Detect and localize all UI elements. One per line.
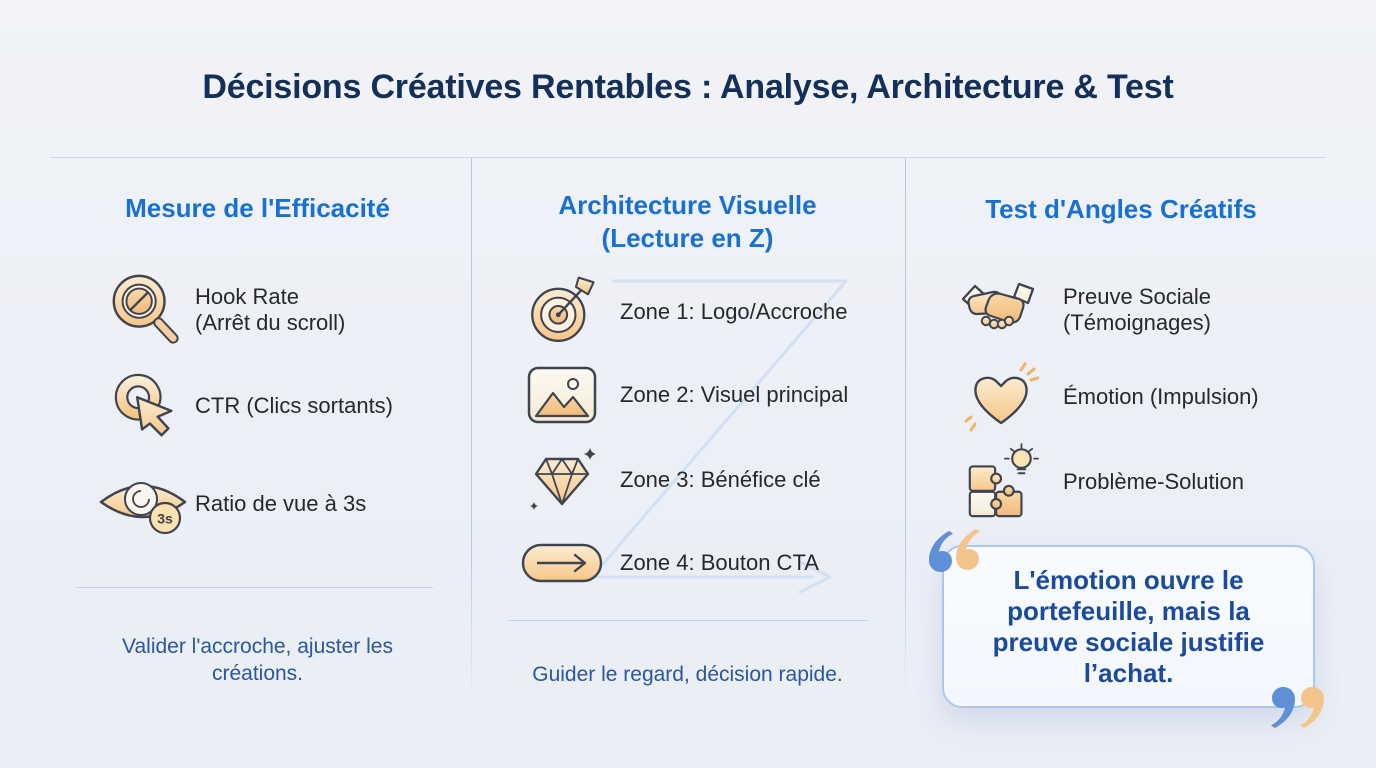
quote-card: L'émotion ouvre le portefeuille, mais la… (942, 545, 1315, 708)
column-footer-divider (508, 620, 868, 621)
close-quote-icon (1271, 687, 1324, 728)
column-divider-1 (471, 158, 472, 703)
column-efficacite: Mesure de l'Efficacité Hook Rate (Arrêt … (70, 165, 445, 730)
list-item-emotion: Émotion (Impulsion) (955, 359, 1259, 435)
column-heading-efficacite: Mesure de l'Efficacité (125, 193, 390, 223)
item-label: Émotion (Impulsion) (1063, 384, 1259, 409)
click-cursor-icon (95, 368, 195, 444)
open-quote-icon (929, 529, 980, 572)
item-label: Preuve Sociale (Témoignages) (1063, 284, 1211, 335)
item-label: Zone 2: Visuel principal (620, 382, 849, 407)
quote-text: portefeuille, mais la (1007, 595, 1250, 626)
item-label: Zone 1: Logo/Accroche (620, 299, 848, 324)
quote-text: preuve sociale justifie (992, 626, 1265, 657)
heart-icon (955, 361, 1047, 433)
item-label: Problème-Solution (1063, 469, 1244, 494)
list-item-zone4: Zone 4: Bouton CTA (514, 531, 819, 595)
list-item-probleme-solution: Problème-Solution (955, 443, 1244, 518)
column-footer: Guider le regard, décision rapide. (532, 663, 843, 686)
header-divider (50, 157, 1326, 158)
magnifier-block-icon (95, 271, 195, 349)
page-title: Décisions Créatives Rentables : Analyse,… (202, 68, 1174, 106)
item-label: CTR (Clics sortants) (195, 393, 394, 418)
item-label: Zone 4: Bouton CTA (620, 550, 819, 575)
column-heading-angles: Test d'Angles Créatifs (985, 194, 1257, 224)
target-icon (514, 273, 610, 351)
eye-3s-icon: 3s (95, 466, 195, 542)
cta-button-icon (514, 543, 610, 583)
column-heading-architecture: Architecture Visuelle (Lecture en Z) (558, 190, 817, 253)
badge-3s: 3s (157, 511, 173, 527)
item-label: Zone 3: Bénéfice clé (620, 467, 821, 492)
item-label: Hook Rate (Arrêt du scroll) (195, 284, 346, 335)
column-divider-2 (905, 158, 906, 703)
quote-text: l’achat. (1083, 657, 1174, 688)
puzzle-bulb-icon (955, 443, 1047, 521)
list-item-zone2: Zone 2: Visuel principal (514, 359, 848, 431)
list-item-zone1: Zone 1: Logo/Accroche (514, 275, 847, 349)
diamond-icon (514, 446, 610, 514)
column-footer: Valider l'accroche, ajuster les création… (122, 635, 393, 685)
list-item-preuve-sociale: Preuve Sociale (Témoignages) (955, 277, 1211, 343)
column-footer-divider (77, 587, 433, 588)
handshake-icon (955, 279, 1047, 341)
quote-text: L'émotion ouvre le (1013, 564, 1244, 595)
column-angles: Test d'Angles Créatifs Preuve Sociale ( (915, 165, 1327, 730)
column-architecture: Architecture Visuelle (Lecture en Z) Zon… (490, 165, 885, 730)
list-item-hook-rate: Hook Rate (Arrêt du scroll) (95, 273, 345, 347)
image-icon (514, 365, 610, 425)
list-item-vue-3s: 3s Ratio de vue à 3s (95, 465, 366, 543)
item-label: Ratio de vue à 3s (195, 491, 367, 516)
list-item-zone3: Zone 3: Bénéfice clé (514, 443, 821, 517)
list-item-ctr: CTR (Clics sortants) (95, 369, 393, 443)
